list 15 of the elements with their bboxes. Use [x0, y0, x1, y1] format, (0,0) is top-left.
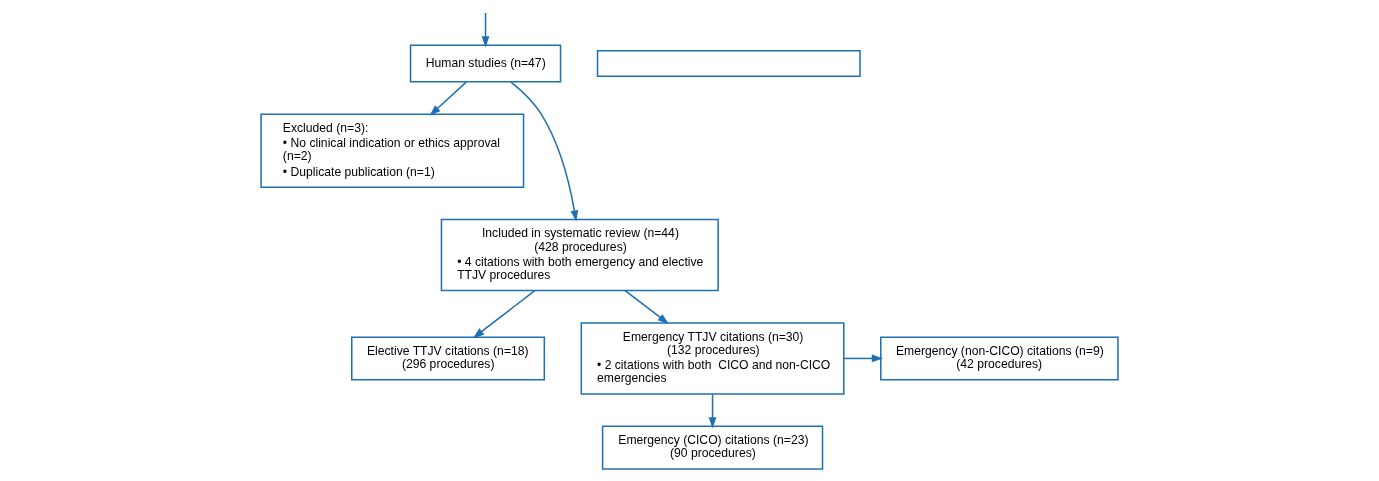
node-box	[596, 50, 861, 77]
node-box: Emergency (non-CICO) citations (n=9) (42 procedures)	[880, 336, 1119, 381]
node-box: Excluded (n=3): • No clinical indication or ethics approval (n=2) • Duplicate publication (n=1)	[260, 113, 525, 188]
arrow	[481, 12, 490, 48]
node-box: Emergency (CICO) citations (n=23) (90 procedures)	[601, 425, 824, 470]
arrow	[708, 393, 717, 429]
node-box: Human studies (n=47)	[409, 44, 562, 83]
arrow	[843, 354, 883, 363]
arrow	[510, 81, 579, 222]
arrow	[472, 289, 536, 339]
node-box: Emergency TTJV citations (n=30) (132 procedures) • 2 citations with both CICO and non-CICO emergencies	[580, 322, 845, 395]
node-box: Elective TTJV citations (n=18) (296 procedures)	[351, 336, 546, 381]
arrow	[624, 289, 669, 325]
node-box: Included in systematic review (n=44) (428 procedures) • 4 citations with both emergency and elective TTJV procedures	[440, 218, 719, 292]
arrow	[429, 81, 467, 116]
